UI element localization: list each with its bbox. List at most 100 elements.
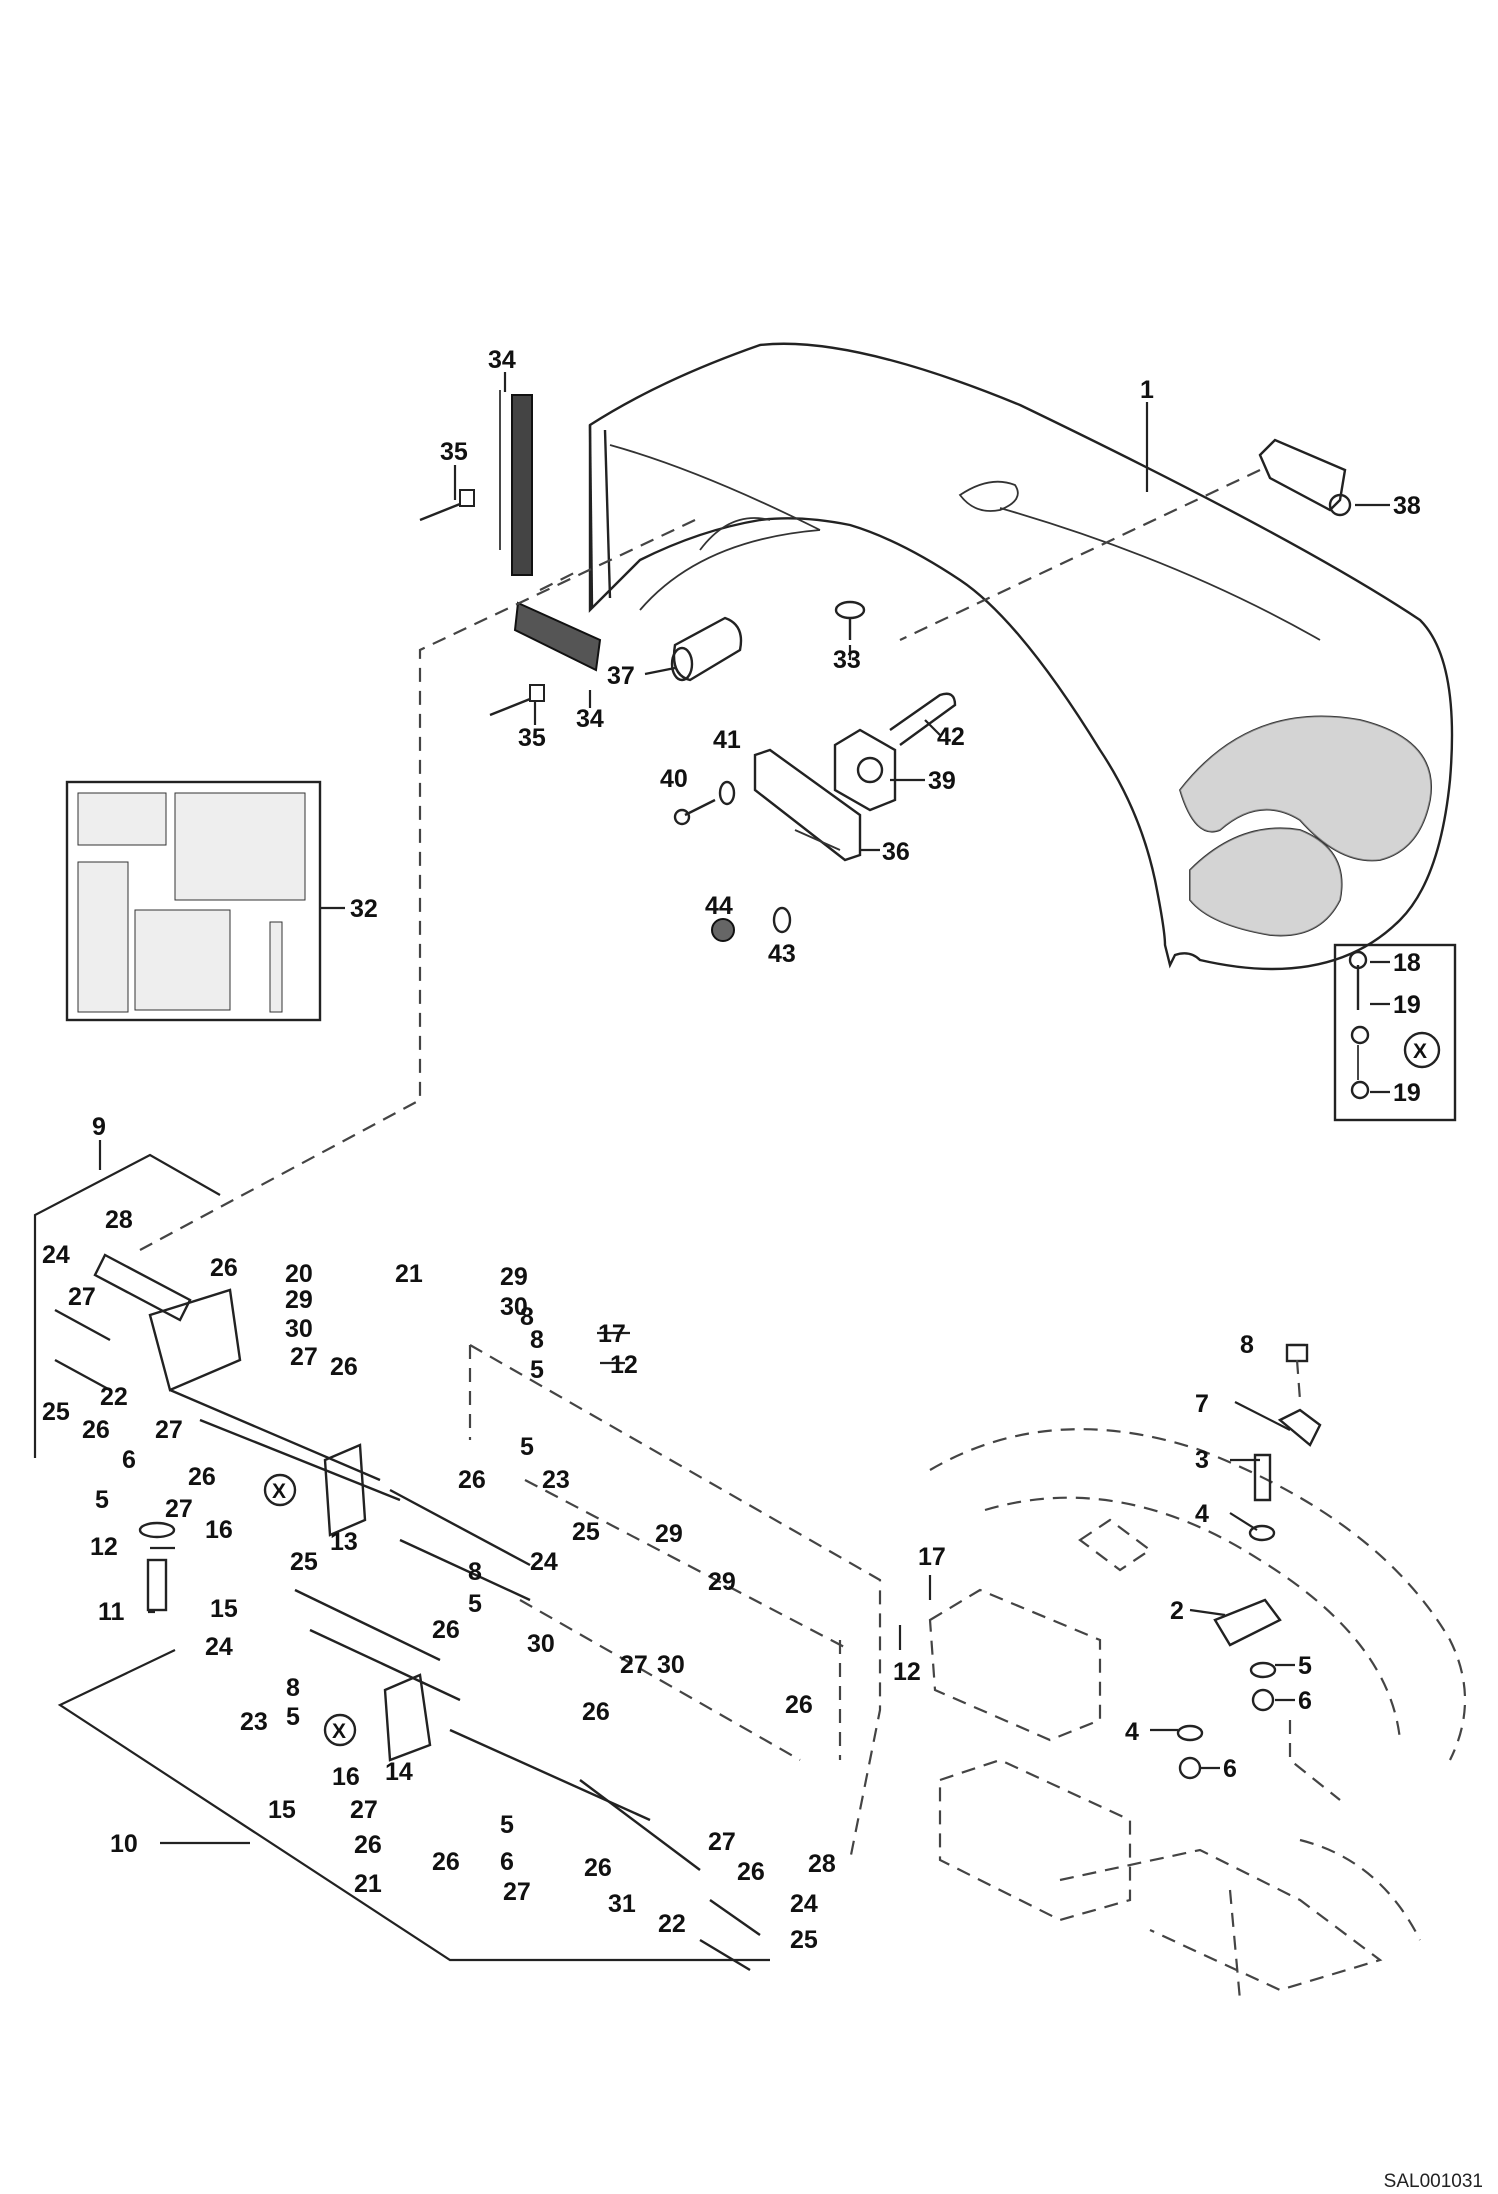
- callout-6-b: 6: [500, 1848, 514, 1876]
- callout-4-lower: 4: [1125, 1718, 1139, 1746]
- group-bracket-10: [57, 1649, 770, 1962]
- callout-29-d: 29: [708, 1568, 736, 1596]
- callout-14: 14: [385, 1758, 413, 1786]
- guide-lines: [139, 469, 1261, 1251]
- callout-42: 42: [937, 723, 965, 751]
- callout-25-c: 25: [572, 1518, 600, 1546]
- callout-27-a: 27: [68, 1283, 96, 1311]
- callout-43: 43: [768, 940, 796, 968]
- callout-29-b: 29: [285, 1286, 313, 1314]
- detail-marker-lower: [323, 1713, 357, 1747]
- seal-strip-horizontal: [513, 601, 602, 672]
- bolt-40: [673, 798, 716, 826]
- callout-8-a: 8: [286, 1674, 300, 1702]
- detail-box-18-19: [1333, 943, 1457, 1122]
- callout-5-d: 5: [468, 1590, 482, 1618]
- callout-23-a: 23: [240, 1708, 268, 1736]
- callout-11: 11: [98, 1598, 125, 1626]
- callout-5-a: 5: [95, 1486, 109, 1514]
- callout-16-a: 16: [205, 1516, 233, 1544]
- leader-lines: [148, 372, 1390, 1770]
- callout-38: 38: [1393, 492, 1421, 520]
- bracket-2: [1213, 1598, 1282, 1647]
- callout-31: 31: [608, 1890, 636, 1918]
- nut-6-lower: [1178, 1756, 1202, 1780]
- callout-9: 9: [92, 1113, 106, 1141]
- callout-36: 36: [882, 838, 910, 866]
- callout-34-top: 34: [488, 346, 516, 374]
- callout-15-a: 15: [210, 1595, 238, 1623]
- washer-5-right: [1249, 1661, 1277, 1679]
- callout-27-g: 27: [503, 1878, 531, 1906]
- callout-23-b: 23: [542, 1466, 570, 1494]
- callout-8-b: 8: [520, 1303, 534, 1331]
- callout-26-e: 26: [432, 1616, 460, 1644]
- callout-10: 10: [110, 1830, 138, 1858]
- nut-44: [711, 918, 735, 942]
- callout-35-top: 35: [440, 438, 468, 466]
- callout-5-e: 5: [530, 1356, 544, 1384]
- callout-30-c: 30: [527, 1630, 555, 1658]
- group-bracket-9: [33, 1140, 221, 1458]
- callout-2: 2: [1170, 1597, 1184, 1625]
- callout-32: 32: [350, 895, 378, 923]
- bolt-8-right: [1285, 1343, 1309, 1401]
- bumper-37: [670, 616, 743, 682]
- bolt-3-right: [1253, 1453, 1272, 1502]
- screw-35-upper: [419, 489, 475, 522]
- callout-37: 37: [607, 662, 635, 690]
- callout-27-c: 27: [155, 1416, 183, 1444]
- callout-24-c: 24: [530, 1548, 558, 1576]
- callout-18: 18: [1393, 949, 1421, 977]
- detail-marker-x: X: [1413, 1040, 1427, 1063]
- callout-40: 40: [660, 765, 688, 793]
- callout-6-right: 6: [1298, 1687, 1312, 1715]
- detail-marker-upper: [263, 1473, 297, 1507]
- detail-marker-x-lower: X: [332, 1720, 346, 1743]
- callout-7: 7: [1195, 1390, 1209, 1418]
- callout-21-top: 21: [395, 1260, 423, 1288]
- callout-6-lower: 6: [1223, 1755, 1237, 1783]
- callout-26-f: 26: [354, 1831, 382, 1859]
- callout-20: 20: [285, 1260, 313, 1288]
- callout-25-a: 25: [42, 1398, 70, 1426]
- callout-6-a: 6: [122, 1446, 136, 1474]
- callout-15-b: 15: [268, 1796, 296, 1824]
- seal-strip-vertical: [499, 390, 533, 576]
- callout-34-lower: 34: [576, 705, 604, 733]
- callout-5-right: 5: [1298, 1652, 1312, 1680]
- callout-8-c: 8: [468, 1558, 482, 1586]
- hinge-assembly-upper: [54, 1253, 531, 1602]
- callout-24-b: 24: [205, 1633, 233, 1661]
- detail-marker-x-upper: X: [272, 1480, 286, 1503]
- latch-bracket-36: [753, 748, 862, 862]
- callout-13: 13: [330, 1528, 358, 1556]
- callout-29-a: 29: [500, 1263, 528, 1291]
- callout-26-a: 26: [210, 1254, 238, 1282]
- washer-4-right: [1248, 1524, 1276, 1542]
- callout-22-a: 22: [100, 1383, 128, 1411]
- bolt-11: [138, 1521, 176, 1612]
- hood-vent-mesh: [1180, 716, 1432, 936]
- callout-26-k: 26: [584, 1854, 612, 1882]
- callout-30-b: 30: [285, 1315, 313, 1343]
- callout-12-c: 12: [893, 1658, 921, 1686]
- callout-27-e: 27: [350, 1796, 378, 1824]
- callout-26-g: 26: [432, 1848, 460, 1876]
- latch-39: [833, 728, 897, 812]
- callout-3: 3: [1195, 1446, 1209, 1474]
- callout-4-upper: 4: [1195, 1500, 1209, 1528]
- callout-44: 44: [705, 892, 733, 920]
- callout-19-top: 19: [1393, 991, 1421, 1019]
- callout-28-left: 28: [105, 1206, 133, 1234]
- callout-27-h: 27: [708, 1828, 736, 1856]
- hinge-assembly-lower: [294, 1588, 761, 1972]
- callout-30-d: 30: [657, 1651, 685, 1679]
- callout-26-h: 26: [458, 1466, 486, 1494]
- callout-labels: 1 34 35 38 33 37 34 35 41 40 39 42 36 44…: [42, 346, 1427, 1954]
- callout-5-c: 5: [520, 1433, 534, 1461]
- callout-26-j: 26: [582, 1698, 610, 1726]
- callout-26-i: 26: [785, 1691, 813, 1719]
